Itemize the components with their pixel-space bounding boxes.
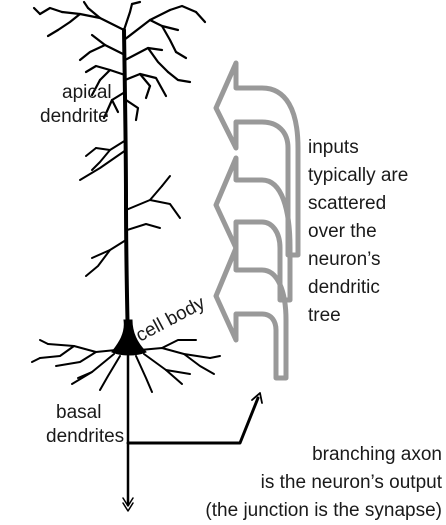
label-axon-line: (the junction is the synapse) (205, 500, 442, 520)
label-inputs-line: dendritic (308, 277, 380, 298)
label-inputs-line: over the (308, 221, 377, 242)
axon-branch (128, 398, 258, 443)
label-axon-line: is the neuron’s output (261, 472, 443, 493)
label-inputs-line: inputs (308, 137, 359, 158)
label-apical-line2: dendrite (40, 106, 109, 127)
label-inputs-line: typically are (308, 165, 408, 186)
label-inputs-line: scattered (308, 193, 386, 214)
apical-trunk (124, 30, 128, 345)
label-basal-line2: dendrites (46, 426, 124, 447)
label-axon-line: branching axon (312, 444, 442, 465)
label-inputs: inputs typically are scattered over the … (308, 137, 408, 326)
label-cell-body: cell body (132, 292, 209, 346)
curved-arrow-outline-icon (216, 248, 286, 378)
apical-tuft (34, 2, 205, 120)
oblique-branches (80, 140, 180, 276)
input-arrows (216, 63, 298, 378)
label-inputs-line: tree (308, 305, 341, 326)
label-axon: branching axon is the neuron’s output (t… (205, 444, 442, 520)
label-apical-line1: apical (62, 82, 112, 103)
label-basal-line1: basal (56, 402, 101, 423)
label-inputs-line: neuron’s (308, 249, 381, 270)
